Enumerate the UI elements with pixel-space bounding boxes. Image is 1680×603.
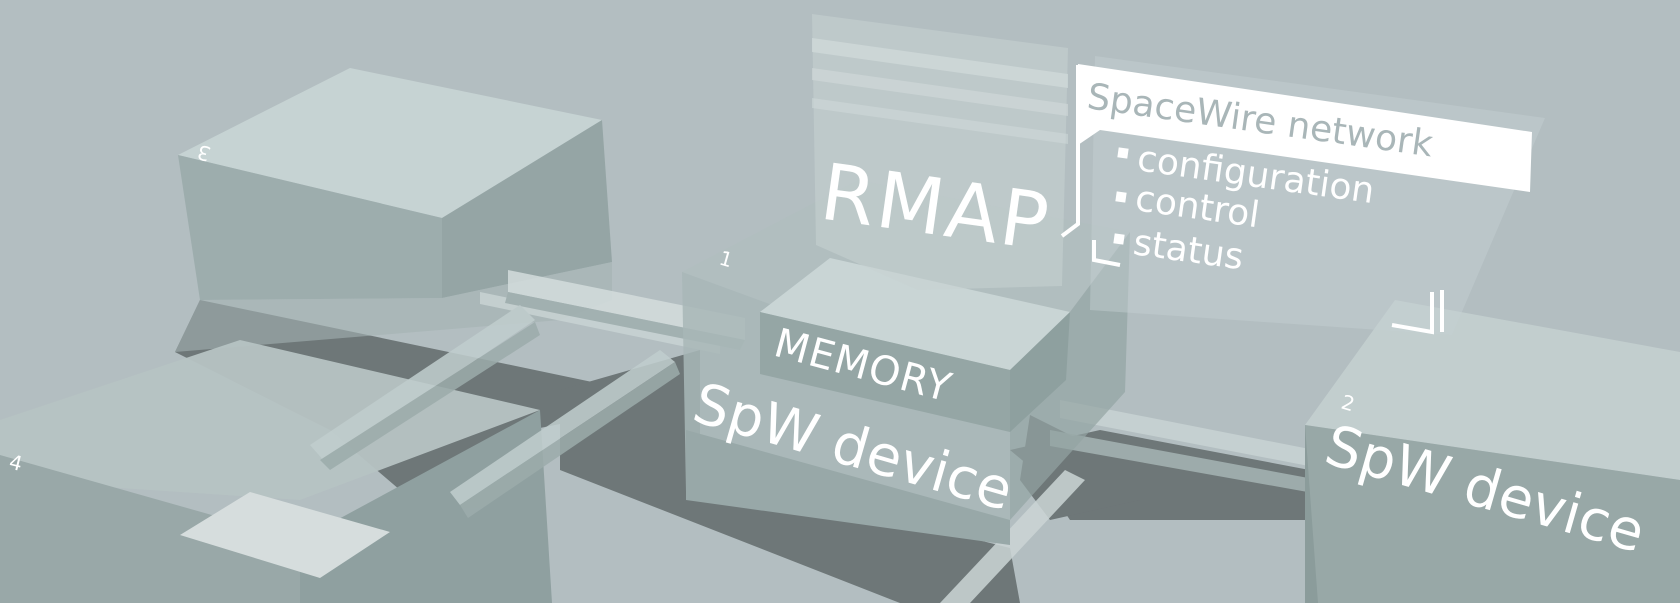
device-block-2: 2 SpW device [1305, 300, 1680, 603]
device-1-number: 1 [717, 246, 736, 273]
list-bullet-icon [1115, 191, 1127, 203]
list-bullet-icon [1117, 147, 1129, 159]
device-4-number: 4 [7, 450, 25, 476]
cables [310, 270, 1340, 603]
device-3-number: 3 [195, 140, 214, 167]
device-block-3: 3 [175, 68, 612, 352]
list-bullet-icon [1113, 233, 1125, 245]
device-block-4: 4 [0, 340, 552, 603]
device-2-number: 2 [1339, 390, 1358, 417]
device-block-1: 1 MEMORY SpW device [682, 180, 1130, 545]
